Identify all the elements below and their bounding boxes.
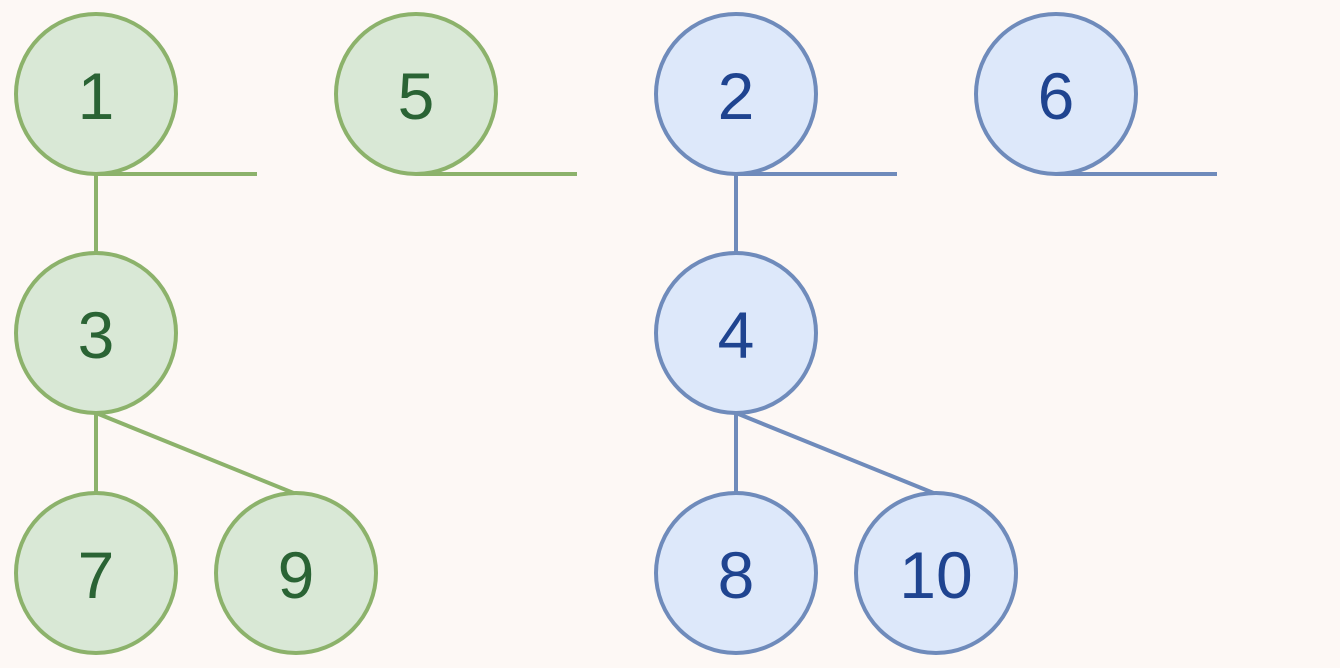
node-5: 5: [334, 12, 498, 176]
node-10: 10: [854, 491, 1018, 655]
node-6-label: 6: [1038, 59, 1075, 133]
node-7-circle: [14, 491, 178, 655]
node-1: 1: [14, 12, 178, 176]
node-8: 8: [654, 491, 818, 655]
node-10-circle: [854, 491, 1018, 655]
node-4-circle: [654, 251, 818, 415]
node-2-circle: [654, 12, 818, 176]
node-2-label: 2: [718, 59, 755, 133]
node-6-circle: [974, 12, 1138, 176]
edge-3-9: [95, 411, 297, 496]
node-9-label: 9: [278, 538, 315, 612]
node-5-circle: [334, 12, 498, 176]
node-3-label: 3: [78, 298, 115, 372]
node-1-circle: [14, 12, 178, 176]
node-2: 2: [654, 12, 818, 176]
node-7: 7: [14, 491, 178, 655]
node-4-label: 4: [718, 298, 755, 372]
node-7-label: 7: [78, 538, 115, 612]
blue-tree: [734, 172, 1217, 496]
node-4: 4: [654, 251, 818, 415]
node-1-label: 1: [78, 59, 115, 133]
edge-4-10: [735, 411, 937, 496]
node-3-circle: [14, 251, 178, 415]
node-5-label: 5: [398, 59, 435, 133]
node-6: 6: [974, 12, 1138, 176]
node-9-circle: [214, 491, 378, 655]
green-tree: [94, 172, 577, 496]
node-8-circle: [654, 491, 818, 655]
node-3: 3: [14, 251, 178, 415]
node-10-label: 10: [899, 538, 972, 612]
node-9: 9: [214, 491, 378, 655]
node-8-label: 8: [718, 538, 755, 612]
